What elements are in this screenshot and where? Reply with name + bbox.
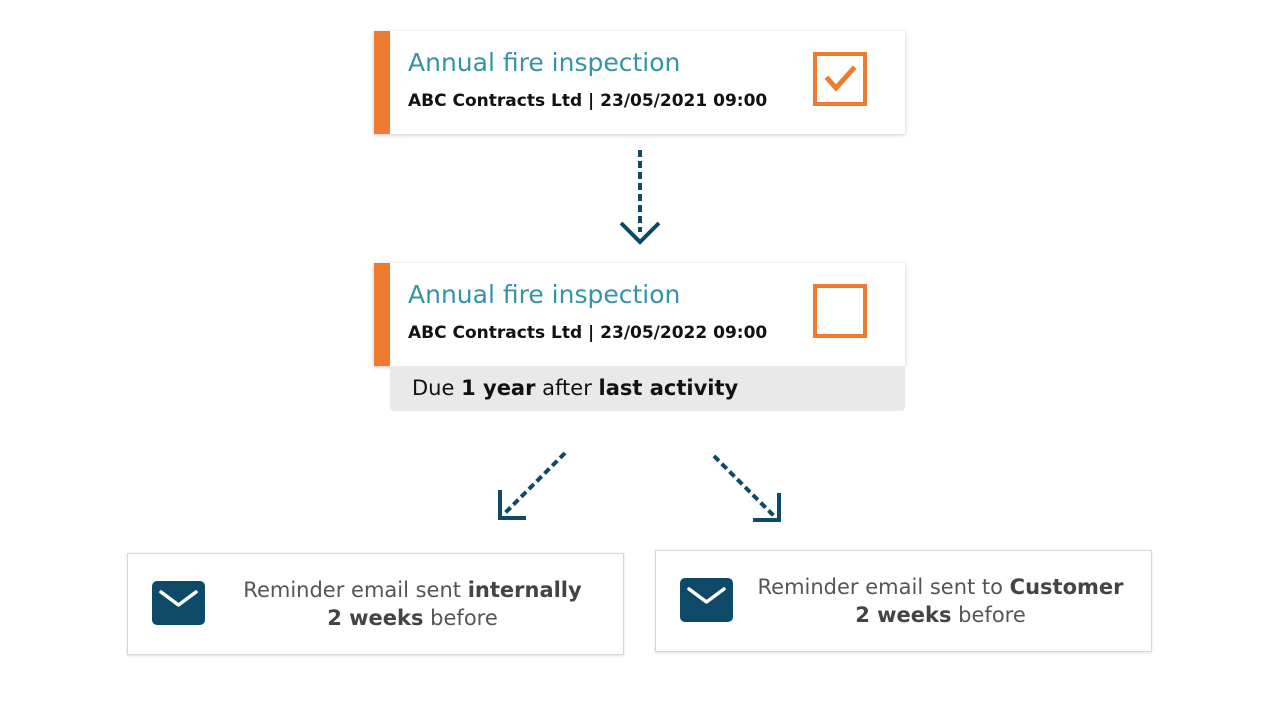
due-note: Due 1 year after last activity: [390, 366, 905, 411]
reminder-recipient: Customer: [1009, 575, 1124, 599]
arrow-down-icon: [619, 150, 661, 245]
reminder-line2-suffix: before: [423, 606, 498, 630]
reminder-line2-suffix: before: [951, 603, 1026, 627]
reminder-card-customer: Reminder email sent to Customer 2 weeks …: [655, 550, 1152, 652]
task-meta: ABC Contracts Ltd | 23/05/2022 09:00: [408, 323, 768, 343]
reminder-lead-time: 2 weeks: [327, 606, 424, 630]
task-meta: ABC Contracts Ltd | 23/05/2021 09:00: [408, 91, 768, 111]
envelope-icon: [152, 581, 205, 625]
reminder-line1-prefix: Reminder email sent to: [757, 575, 1010, 599]
accent-bar: [374, 263, 390, 366]
task-title: Annual fire inspection: [408, 48, 681, 77]
reminder-card-internal: Reminder email sent internally 2 weeks b…: [127, 553, 624, 655]
arrow-down-right-icon: [712, 454, 781, 522]
task-card-next[interactable]: Annual fire inspection ABC Contracts Ltd…: [374, 263, 905, 366]
accent-bar: [374, 31, 390, 134]
checkbox-empty-icon[interactable]: [813, 284, 867, 338]
reminder-line1-prefix: Reminder email sent: [243, 578, 468, 602]
checkbox-checked-icon[interactable]: [813, 52, 867, 106]
due-basis: last activity: [598, 376, 739, 400]
reminder-text: Reminder email sent internally 2 weeks b…: [220, 576, 605, 632]
task-card-completed[interactable]: Annual fire inspection ABC Contracts Ltd…: [374, 31, 905, 134]
due-prefix: Due: [412, 376, 462, 400]
reminder-recipient: internally: [467, 578, 582, 602]
due-interval: 1 year: [461, 376, 536, 400]
envelope-icon: [680, 578, 733, 622]
due-middle: after: [535, 376, 599, 400]
reminder-text: Reminder email sent to Customer 2 weeks …: [748, 573, 1133, 629]
arrow-down-left-icon: [498, 451, 567, 520]
reminder-lead-time: 2 weeks: [855, 603, 952, 627]
task-title: Annual fire inspection: [408, 280, 681, 309]
